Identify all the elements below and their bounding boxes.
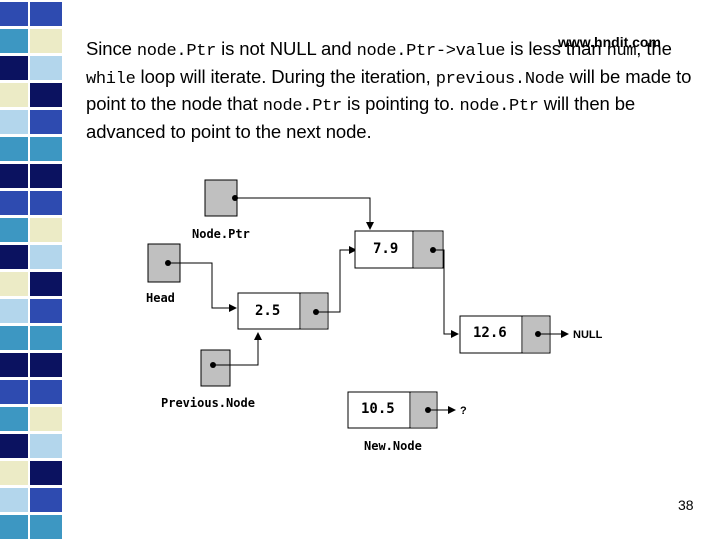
new-node-10-5 (347, 391, 456, 429)
stripe-block (30, 56, 62, 80)
stripe-block (0, 2, 28, 26)
stripe-block (0, 83, 28, 107)
stripe-block (30, 29, 62, 53)
stripe-block (0, 218, 28, 242)
stripe-block (0, 191, 28, 215)
stripe-block (30, 83, 62, 107)
stripe-block (0, 137, 28, 161)
stripe-block (30, 380, 62, 404)
stripe-block (0, 299, 28, 323)
stripe-block (0, 164, 28, 188)
decorative-stripe (0, 0, 72, 540)
stripe-block (0, 272, 28, 296)
newnode-label: New.Node (364, 439, 422, 453)
stripe-block (30, 272, 62, 296)
stripe-block (30, 488, 62, 512)
stripe-block (30, 461, 62, 485)
node-7-9 (354, 230, 459, 338)
stripe-block (0, 515, 28, 539)
stripe-block (30, 110, 62, 134)
previousnode-pointer (200, 332, 262, 387)
stripe-block (0, 29, 28, 53)
stripe-block (30, 326, 62, 350)
stripe-block (30, 299, 62, 323)
nodeptr-pointer (204, 179, 374, 230)
unknown-pointer-label: ? (460, 405, 467, 417)
stripe-block (30, 407, 62, 431)
stripe-block (30, 515, 62, 539)
null-label: NULL (573, 329, 603, 341)
stripe-block (30, 218, 62, 242)
stripe-block (0, 407, 28, 431)
stripe-block (0, 56, 28, 80)
stripe-block (0, 353, 28, 377)
stripe-block (0, 380, 28, 404)
previousnode-label: Previous.Node (161, 396, 255, 410)
watermark: www.hndit.com (558, 34, 661, 50)
stripe-block (30, 191, 62, 215)
stripe-block (30, 164, 62, 188)
stripe-block (30, 245, 62, 269)
explanation-paragraph: Since node.Ptr is not NULL and node.Ptr-… (86, 38, 692, 143)
nodeptr-label: Node.Ptr (192, 227, 250, 241)
head-pointer (147, 243, 237, 312)
stripe-block (30, 434, 62, 458)
stripe-block (30, 137, 62, 161)
stripe-block (0, 461, 28, 485)
node-value-12-6: 12.6 (473, 325, 507, 341)
page-number: 38 (678, 497, 694, 513)
stripe-block (30, 2, 62, 26)
node-value-10-5: 10.5 (361, 401, 395, 417)
stripe-block (0, 434, 28, 458)
head-label: Head (146, 291, 175, 305)
stripe-block (0, 326, 28, 350)
node-value-7-9: 7.9 (373, 241, 398, 257)
node-2-5 (237, 246, 357, 330)
stripe-block (0, 245, 28, 269)
stripe-block (30, 353, 62, 377)
node-value-2-5: 2.5 (255, 303, 280, 319)
stripe-block (0, 488, 28, 512)
stripe-block (0, 110, 28, 134)
node-12-6 (459, 315, 569, 354)
